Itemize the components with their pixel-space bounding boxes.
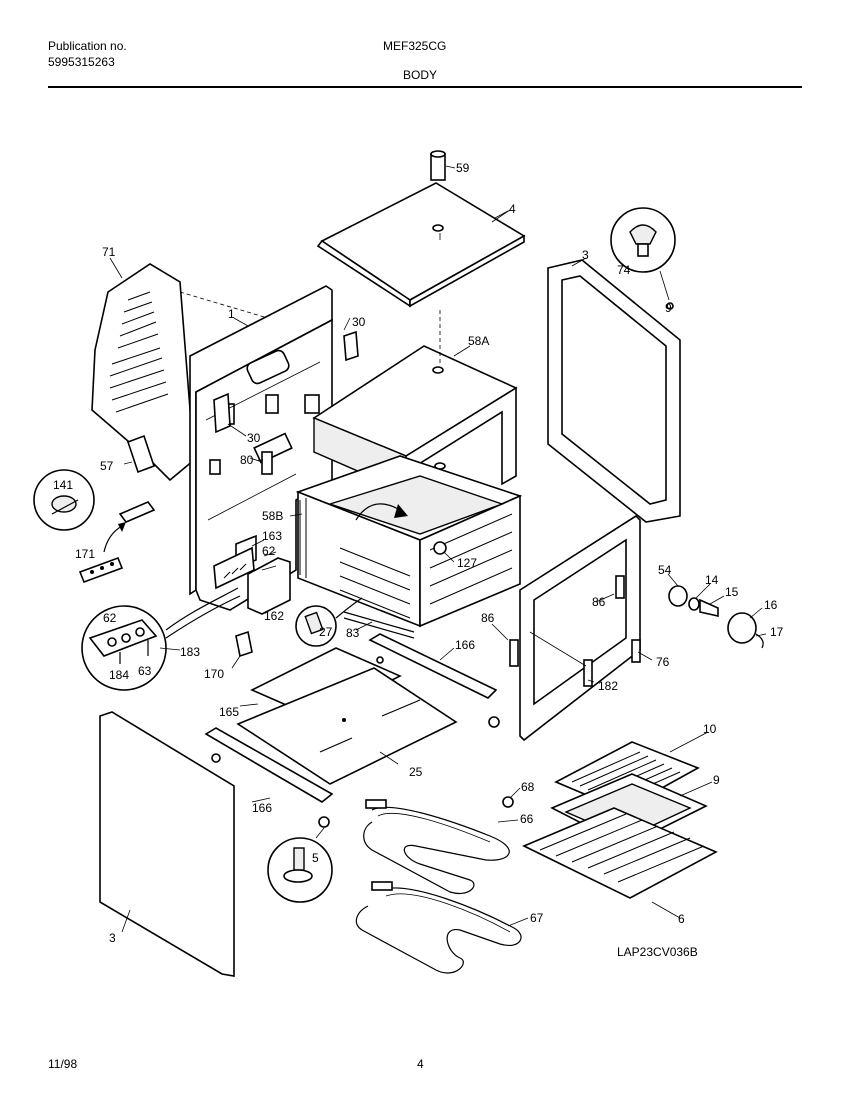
part-27-inset bbox=[295, 597, 363, 647]
callout-80: 80 bbox=[240, 453, 254, 467]
callout-74: 74 bbox=[617, 263, 631, 277]
callout-83: 83 bbox=[346, 626, 360, 640]
callout-170: 170 bbox=[204, 667, 224, 681]
callout-68: 68 bbox=[521, 780, 535, 794]
part-166-side-rail bbox=[368, 633, 498, 699]
publication-label: Publication no. bbox=[48, 39, 127, 53]
callout-63: 63 bbox=[138, 664, 152, 678]
callout-141: 141 bbox=[53, 478, 73, 492]
part-57-plate bbox=[123, 434, 156, 474]
callout-182: 182 bbox=[598, 679, 618, 693]
part-62-switch-inset bbox=[81, 587, 241, 691]
part-170-bracket bbox=[231, 630, 253, 669]
callout-3-top: 3 bbox=[582, 248, 589, 262]
callout-166-b: 166 bbox=[252, 801, 272, 815]
callout-labels: 59 4 3 74 9 71 1 30 30 80 57 58A 58B 141… bbox=[53, 161, 784, 959]
callout-25: 25 bbox=[409, 765, 423, 779]
model-number: MEF325CG bbox=[383, 39, 447, 53]
callout-127: 127 bbox=[457, 556, 477, 570]
part-3-side-panel-left bbox=[99, 711, 235, 977]
callout-86-a: 86 bbox=[592, 595, 606, 609]
callout-54: 54 bbox=[658, 563, 672, 577]
part-162-switch-box bbox=[213, 534, 291, 615]
footer-date: 11/98 bbox=[48, 1057, 78, 1071]
callout-76: 76 bbox=[656, 655, 670, 669]
part-58b-oven-liner bbox=[295, 455, 523, 628]
publication-number: 5995315263 bbox=[48, 55, 115, 69]
callout-3-bottom: 3 bbox=[109, 931, 116, 945]
callout-67: 67 bbox=[530, 911, 544, 925]
part-80-clip bbox=[258, 451, 273, 475]
leader-lines bbox=[109, 209, 767, 933]
part-67-broil-element bbox=[355, 881, 522, 974]
part-171-terminal-block bbox=[78, 501, 156, 584]
part-66-bake-element bbox=[363, 796, 514, 894]
callout-163: 163 bbox=[262, 529, 282, 543]
part-4-top-panel bbox=[316, 182, 526, 308]
callout-9: 9 bbox=[713, 773, 720, 787]
part-30-bracket bbox=[213, 317, 359, 437]
callout-30-b: 30 bbox=[247, 431, 261, 445]
callout-57: 57 bbox=[100, 459, 114, 473]
callout-183: 183 bbox=[180, 645, 200, 659]
callout-58a: 58A bbox=[468, 334, 489, 348]
callout-166-a: 166 bbox=[455, 638, 475, 652]
callout-6: 6 bbox=[678, 912, 685, 926]
part-166-lower-rail bbox=[204, 727, 334, 803]
callout-17: 17 bbox=[770, 625, 784, 639]
callout-59: 59 bbox=[456, 161, 470, 175]
callout-162: 162 bbox=[264, 609, 284, 623]
callout-86-b: 86 bbox=[481, 611, 495, 625]
section-title: BODY bbox=[403, 68, 438, 82]
callout-62-a: 62 bbox=[262, 544, 276, 558]
callout-27: 27 bbox=[319, 625, 333, 639]
header-rule bbox=[48, 86, 802, 88]
part-3-side-panel-right bbox=[547, 259, 681, 523]
callout-15: 15 bbox=[725, 585, 739, 599]
part-25-bottom-panel bbox=[236, 667, 458, 785]
part-83-bottom-rail bbox=[343, 611, 415, 639]
callout-10: 10 bbox=[703, 722, 717, 736]
callout-30-a: 30 bbox=[352, 315, 366, 329]
callout-58b: 58B bbox=[262, 509, 283, 523]
callout-4: 4 bbox=[509, 202, 516, 216]
part-59-cylinder bbox=[430, 150, 456, 181]
callout-5: 5 bbox=[312, 851, 319, 865]
callout-62-b: 62 bbox=[103, 611, 117, 625]
part-5-leveler bbox=[267, 816, 333, 903]
part-141-inset bbox=[33, 469, 95, 531]
part-74-bulb bbox=[610, 207, 676, 310]
callout-66: 66 bbox=[520, 812, 534, 826]
callout-14: 14 bbox=[705, 573, 719, 587]
callout-171: 171 bbox=[75, 547, 95, 561]
callout-165: 165 bbox=[219, 705, 239, 719]
drawing-code: LAP23CV036B bbox=[617, 945, 698, 959]
part-6-oven-rack bbox=[522, 807, 718, 899]
callout-9-small: 9 bbox=[665, 301, 672, 315]
callout-184: 184 bbox=[109, 668, 129, 682]
footer-page-number: 4 bbox=[417, 1057, 424, 1071]
callout-71: 71 bbox=[102, 245, 116, 259]
callout-16: 16 bbox=[764, 598, 778, 612]
callout-1: 1 bbox=[228, 307, 235, 321]
part-16-knob-assembly bbox=[668, 585, 764, 649]
part-76-front-frame bbox=[488, 514, 641, 742]
